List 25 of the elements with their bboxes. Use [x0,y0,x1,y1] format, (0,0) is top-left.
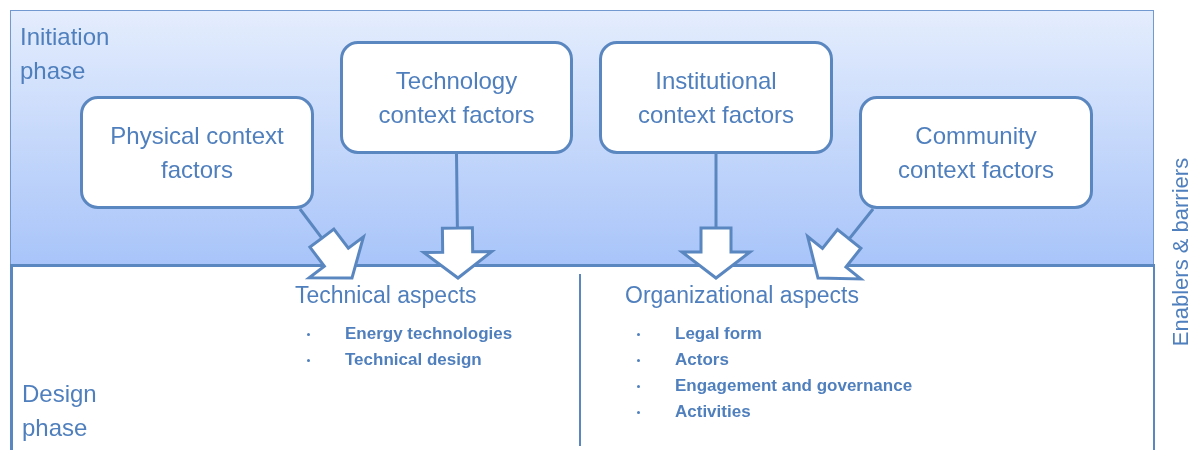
phase-band [10,10,1154,266]
bullet-item: Energy technologies [345,324,513,344]
bullet-item: Activities [675,402,751,422]
box-label: Technology context factors [377,65,536,130]
block-arrow [419,152,497,280]
rounded-box [80,96,314,209]
bullet-item: Engagement and governance [675,376,913,396]
phase-label: Design phase [22,379,98,443]
box-label: Community context factors [896,120,1056,185]
rounded-box [859,96,1093,209]
bullet-item: Actors [675,350,729,370]
side-label: Enablers & barriers [1168,156,1194,349]
rounded-box [340,41,573,154]
box-label: Physical context factors [109,120,285,185]
block-arrow [298,207,367,280]
section-heading: Organizational aspects [625,281,859,310]
phase-label: Initiation phase [20,22,111,86]
section-heading: Technical aspects [295,281,477,310]
bullet-item: Legal form [675,324,762,344]
block-arrow [677,152,755,280]
block-arrow [805,207,875,281]
bullet-item: Technical design [345,350,482,370]
phase-panel [10,264,1155,450]
rounded-box [599,41,833,154]
box-label: Institutional context factors [636,65,796,130]
